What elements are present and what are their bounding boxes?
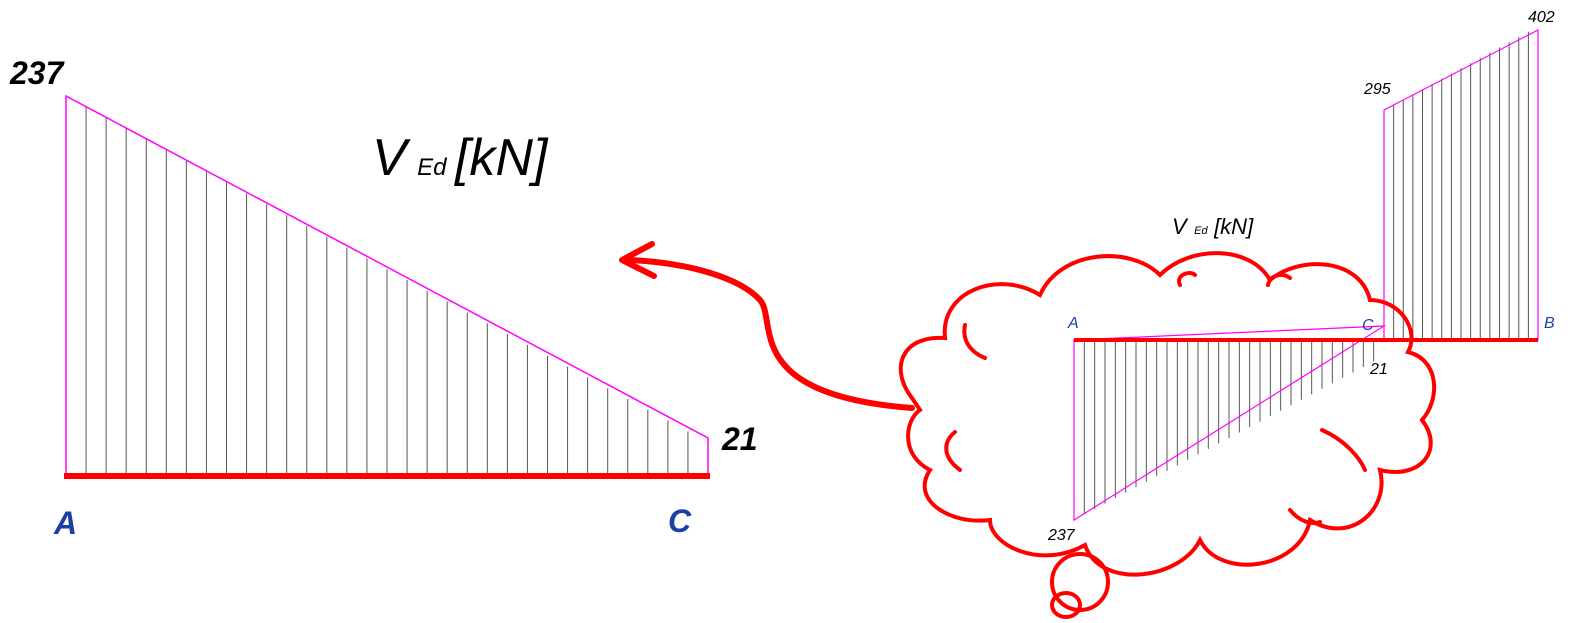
detail-shear-diagram: 237 21 A C V Ed [kN] — [9, 55, 758, 541]
overview-value-c-right: 295 — [1363, 81, 1391, 98]
detail-node-c: C — [668, 503, 692, 539]
overview-value-a: 237 — [1047, 527, 1076, 544]
overview-node-a: A — [1067, 315, 1079, 332]
overview-hatch-ac — [1083, 340, 1375, 515]
detail-title-unit: [kN] — [454, 129, 549, 187]
detail-title-symbol: V — [372, 129, 411, 187]
cloud-inner-arc-6 — [1288, 508, 1322, 526]
overview-title-symbol: V — [1172, 214, 1189, 239]
detail-hatch-lines — [85, 106, 689, 476]
cloud-inner-arc-1 — [1177, 271, 1197, 287]
cloud-outline — [898, 251, 1437, 577]
highlight-cloud — [898, 251, 1437, 619]
cloud-inner-arc-3 — [1320, 428, 1367, 472]
overview-value-c-left: 21 — [1369, 361, 1388, 378]
cloud-inner-arc-2 — [1266, 272, 1292, 287]
detail-title: V Ed [kN] — [372, 129, 549, 187]
detail-node-a: A — [53, 505, 77, 541]
cloud-inner-arc-4 — [944, 430, 962, 472]
detail-value-end: 21 — [721, 421, 758, 457]
overview-value-b: 402 — [1528, 9, 1555, 26]
zoom-arrow-head — [619, 241, 657, 279]
overview-node-b: B — [1544, 315, 1555, 332]
overview-title-unit: [kN] — [1213, 214, 1254, 239]
zoom-arrow-curve — [627, 257, 915, 411]
overview-outline-ac — [1073, 325, 1387, 522]
overview-title: V Ed [kN] — [1172, 214, 1254, 239]
zoom-arrow — [619, 241, 915, 411]
overview-hatch-cb — [1393, 31, 1529, 340]
detail-title-subscript: Ed — [417, 154, 447, 181]
cloud-bubble-small — [1050, 591, 1082, 619]
cloud-inner-arc-5 — [962, 323, 987, 360]
detail-value-start: 237 — [9, 55, 66, 91]
overview-node-c: C — [1362, 317, 1374, 334]
overview-title-subscript: Ed — [1194, 225, 1208, 237]
overview-shear-diagram: A C B 237 21 295 402 V Ed [kN] — [1047, 9, 1555, 544]
